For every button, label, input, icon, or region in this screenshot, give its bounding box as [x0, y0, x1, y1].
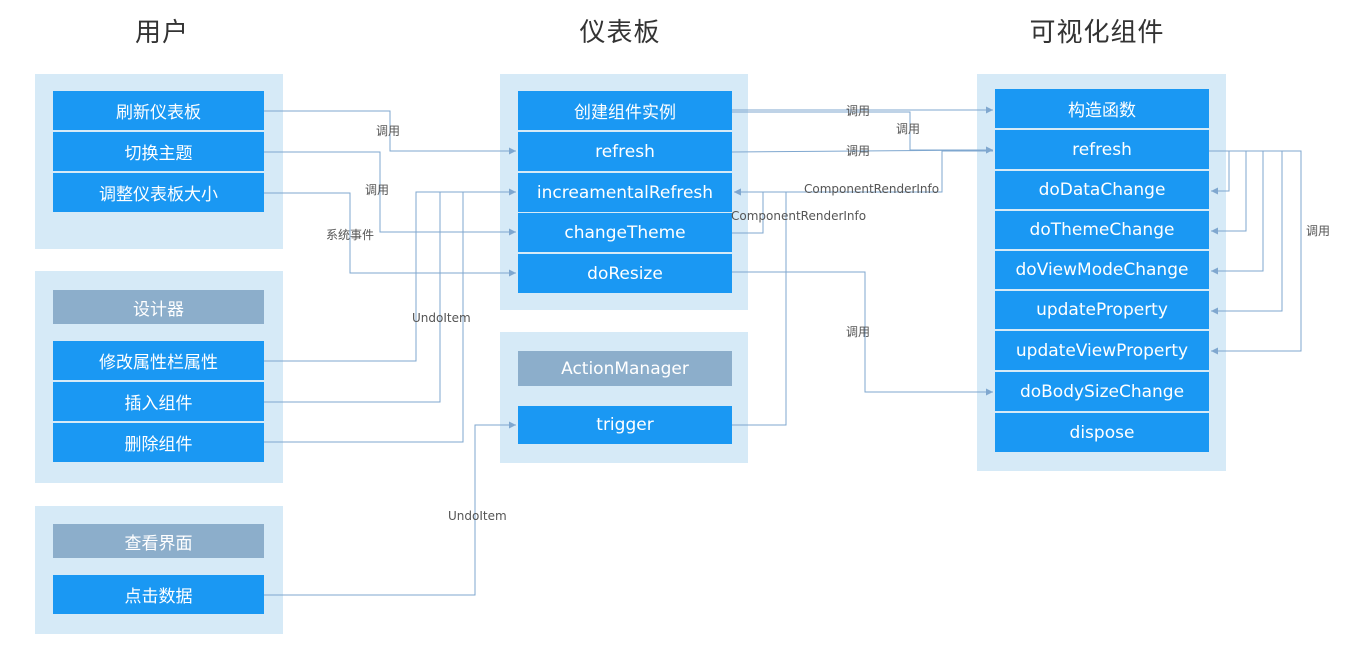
component-method-constructor[interactable]: 构造函数 — [995, 89, 1209, 128]
wire-refresh-to-do-view-mode-change — [1209, 150, 1264, 275]
column-title-dashboard: 仪表板 — [579, 18, 661, 48]
wire-component-refresh-to-incremental — [734, 150, 993, 196]
wire-refresh-to-update-view-property — [1209, 150, 1302, 355]
column-title-user: 用户 — [134, 18, 189, 48]
component-method-refresh[interactable]: refresh — [995, 130, 1209, 169]
edge-label-call-4: 调用 — [896, 122, 920, 136]
edge-label-call-6: 调用 — [846, 325, 870, 339]
wire-insert-component-to-incremental — [264, 192, 441, 403]
viewer-title: 查看界面 — [53, 524, 264, 558]
edge-label-call-2: 调用 — [365, 183, 389, 197]
wire-resize-to-do-resize — [264, 192, 516, 277]
wire-refresh-dashboard-to-refresh — [264, 110, 516, 155]
wire-do-resize-to-body-size-change — [732, 271, 993, 396]
component-method-do-view-mode-change[interactable]: doViewModeChange — [995, 251, 1209, 289]
wire-click-data-to-trigger — [264, 421, 516, 596]
designer-title: 设计器 — [53, 290, 264, 324]
edge-label-call-1: 调用 — [376, 124, 400, 138]
wire-switch-theme-to-change-theme — [264, 151, 516, 236]
user-action-switch-theme[interactable]: 切换主题 — [53, 132, 264, 171]
designer-modify-property[interactable]: 修改属性栏属性 — [53, 341, 264, 380]
wire-modify-property-to-incremental — [264, 188, 516, 362]
wire-trigger-to-incremental — [732, 188, 787, 426]
column-title-component: 可视化组件 — [1029, 18, 1165, 48]
edge-label-call-5: 调用 — [846, 144, 870, 158]
edge-label-render-info-1: ComponentRenderInfo — [804, 182, 939, 196]
edge-label-undo-item-1: UndoItem — [412, 311, 471, 325]
edge-label-call-7: 调用 — [1306, 224, 1330, 238]
dashboard-method-incremental-refresh[interactable]: increamentalRefresh — [518, 173, 732, 212]
action-manager-trigger[interactable]: trigger — [518, 406, 732, 444]
edge-label-call-3: 调用 — [846, 104, 870, 118]
wire-delete-component-to-incremental — [264, 192, 464, 443]
wire-refresh-to-do-data-change — [1209, 150, 1230, 195]
wire-refresh-to-component-refresh — [731, 146, 994, 154]
user-action-refresh-dashboard[interactable]: 刷新仪表板 — [53, 91, 264, 130]
component-method-do-theme-change[interactable]: doThemeChange — [995, 211, 1209, 249]
component-method-do-data-change[interactable]: doDataChange — [995, 171, 1209, 209]
dashboard-method-create-instance[interactable]: 创建组件实例 — [518, 91, 732, 130]
component-method-update-view-property[interactable]: updateViewProperty — [995, 331, 1209, 370]
action-manager-title: ActionManager — [518, 351, 732, 386]
component-method-dispose[interactable]: dispose — [995, 413, 1209, 452]
dashboard-method-refresh[interactable]: refresh — [518, 132, 732, 171]
dashboard-method-do-resize[interactable]: doResize — [518, 254, 732, 293]
designer-delete-component[interactable]: 删除组件 — [53, 423, 264, 462]
viewer-click-data[interactable]: 点击数据 — [53, 575, 264, 614]
component-method-do-body-size-change[interactable]: doBodySizeChange — [995, 372, 1209, 411]
designer-insert-component[interactable]: 插入组件 — [53, 382, 264, 421]
dashboard-method-change-theme[interactable]: changeTheme — [518, 213, 732, 252]
wire-change-theme-to-incremental — [732, 192, 764, 234]
edge-label-render-info-2: ComponentRenderInfo — [731, 209, 866, 223]
component-method-update-property[interactable]: updateProperty — [995, 291, 1209, 329]
user-action-resize-dashboard[interactable]: 调整仪表板大小 — [53, 173, 264, 212]
edge-label-undo-item-2: UndoItem — [448, 509, 507, 523]
edge-label-system-event: 系统事件 — [326, 228, 374, 242]
